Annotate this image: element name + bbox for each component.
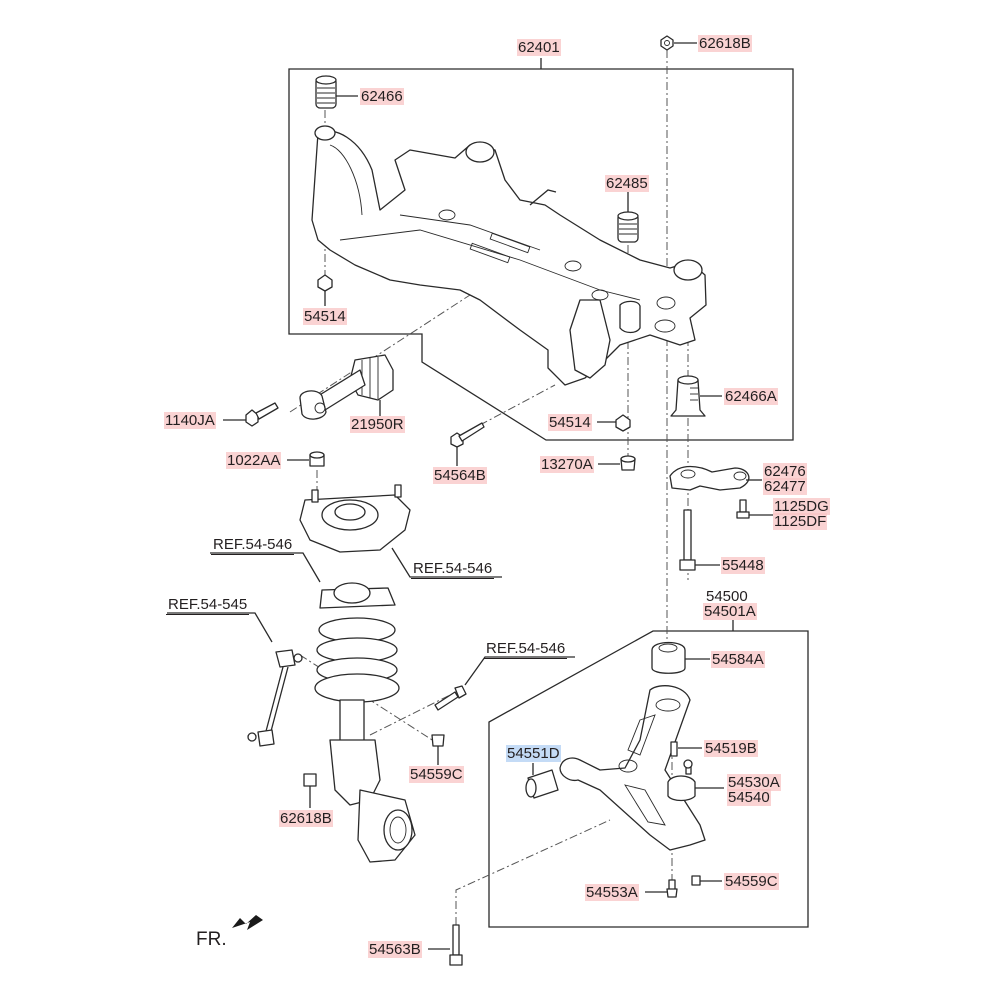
ref-label-54-546-top-left[interactable]: REF.54-546 <box>211 536 295 555</box>
leader-ref-54-546-c <box>464 656 575 686</box>
part-label-62618B-top[interactable]: 62618B <box>698 35 752 52</box>
strut-top-mount[interactable] <box>299 484 411 553</box>
part-label-54501A[interactable]: 54501A <box>703 603 757 620</box>
bolt-54563B[interactable] <box>449 924 463 966</box>
bushing-54551D[interactable] <box>525 769 559 799</box>
part-label-13270A[interactable]: 13270A <box>540 456 594 473</box>
arrow-down-left-icon <box>232 915 263 930</box>
part-label-1125DF[interactable]: 1125DF <box>773 513 828 530</box>
bolt-54519B[interactable] <box>670 741 678 757</box>
axis-line-54564B <box>479 384 556 426</box>
part-label-62485[interactable]: 62485 <box>605 175 649 192</box>
nut-13270A[interactable] <box>620 455 636 471</box>
part-label-1140JA[interactable]: 1140JA <box>164 412 216 429</box>
part-label-54514-right[interactable]: 54514 <box>548 414 592 431</box>
bushing-62466[interactable] <box>315 75 337 109</box>
part-label-55448[interactable]: 55448 <box>721 557 765 574</box>
bushing-54584A[interactable] <box>651 641 686 674</box>
part-label-62466A[interactable]: 62466A <box>724 388 778 405</box>
part-label-62476[interactable]: 62476 <box>763 463 807 480</box>
bolt-54553A[interactable] <box>666 879 678 898</box>
bracket-62476[interactable] <box>669 465 750 491</box>
part-label-54563B[interactable]: 54563B <box>368 941 422 958</box>
part-label-62477[interactable]: 62477 <box>763 478 807 495</box>
nut-54559C-left[interactable] <box>431 734 445 747</box>
bushing-62466A[interactable] <box>670 375 706 417</box>
front-direction-label: FR. <box>196 929 227 950</box>
part-label-54551D[interactable]: 54551D <box>506 745 561 762</box>
lower-control-arm[interactable] <box>559 685 706 851</box>
part-label-54530A[interactable]: 54530A <box>727 774 781 791</box>
leader-ref-54-546-a <box>391 547 502 578</box>
bushing-62485[interactable] <box>617 211 639 243</box>
nut-54514-right[interactable] <box>615 414 631 432</box>
part-label-54553A[interactable]: 54553A <box>585 884 639 901</box>
nut-1022AA[interactable] <box>309 451 325 467</box>
leader-ref-54-546-b <box>210 552 321 583</box>
nut-62618B-top[interactable] <box>660 35 674 51</box>
nut-54514-left[interactable] <box>317 274 333 292</box>
axis-line-bolt <box>369 694 451 736</box>
lower-arm-assembly-box <box>488 630 809 928</box>
nut-54559C-right[interactable] <box>691 875 701 886</box>
ball-joint-54530A[interactable] <box>667 759 696 802</box>
leader-ref-54-545 <box>167 612 273 643</box>
part-label-1125DG[interactable]: 1125DG <box>773 498 830 515</box>
axis-line-mount <box>289 294 471 413</box>
part-label-54559C-left[interactable]: 54559C <box>409 766 464 783</box>
crossmember-part[interactable] <box>311 125 707 386</box>
part-label-21950R[interactable]: 21950R <box>350 416 405 433</box>
part-label-54540[interactable]: 54540 <box>727 789 771 806</box>
bolt-1125DG[interactable] <box>736 499 750 519</box>
ref-label-54-546-right[interactable]: REF.54-546 <box>484 640 568 659</box>
part-label-54500[interactable]: 54500 <box>706 588 748 605</box>
axis-line-54563B <box>455 819 611 925</box>
bolt-1140JA[interactable] <box>245 402 279 427</box>
part-label-54564B[interactable]: 54564B <box>433 467 487 484</box>
part-label-62401[interactable]: 62401 <box>517 39 561 56</box>
part-label-54559C-right[interactable]: 54559C <box>724 873 779 890</box>
strut-bolt[interactable] <box>434 685 467 711</box>
part-label-54584A[interactable]: 54584A <box>711 651 765 668</box>
coil-spring-strut[interactable] <box>314 582 416 863</box>
stabilizer-link[interactable] <box>247 649 303 747</box>
part-label-62466[interactable]: 62466 <box>360 88 404 105</box>
roll-stopper-21950R[interactable] <box>299 354 394 420</box>
part-label-1022AA[interactable]: 1022AA <box>226 452 282 469</box>
bolt-55448[interactable] <box>679 509 696 571</box>
bolt-54564B[interactable] <box>450 422 485 448</box>
crossmember-assembly-box <box>288 68 794 441</box>
part-label-54514-left[interactable]: 54514 <box>303 308 347 325</box>
ref-label-54-545[interactable]: REF.54-545 <box>166 596 250 615</box>
ref-label-54-546-top-right[interactable]: REF.54-546 <box>411 560 495 579</box>
part-label-62618B-bottom[interactable]: 62618B <box>279 810 333 827</box>
nut-62618B-bottom[interactable] <box>303 773 317 787</box>
part-label-54519B[interactable]: 54519B <box>704 740 758 757</box>
